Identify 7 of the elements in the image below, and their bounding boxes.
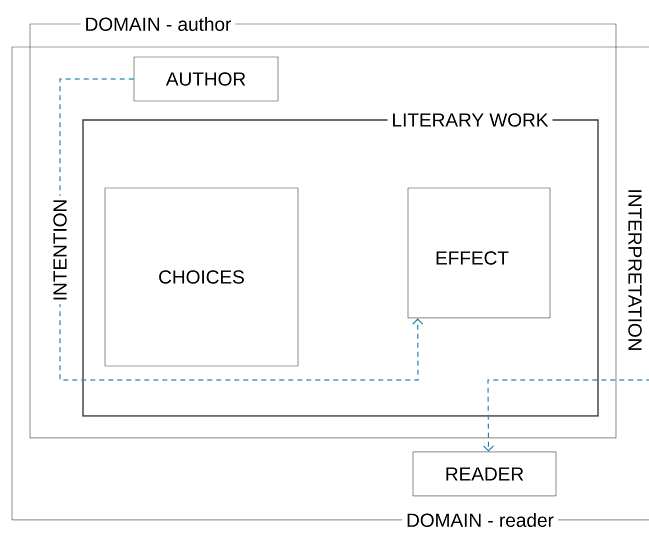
edge-label: INTENTION	[50, 196, 70, 304]
author-box: AUTHOR	[134, 56, 278, 102]
dashed-arrow	[483, 379, 649, 452]
choices-box: CHOICES	[104, 188, 298, 366]
effect-box: EFFECT	[408, 188, 550, 318]
reader-box: READER	[412, 452, 556, 496]
edge-label: INTERPRETATION	[625, 186, 645, 354]
